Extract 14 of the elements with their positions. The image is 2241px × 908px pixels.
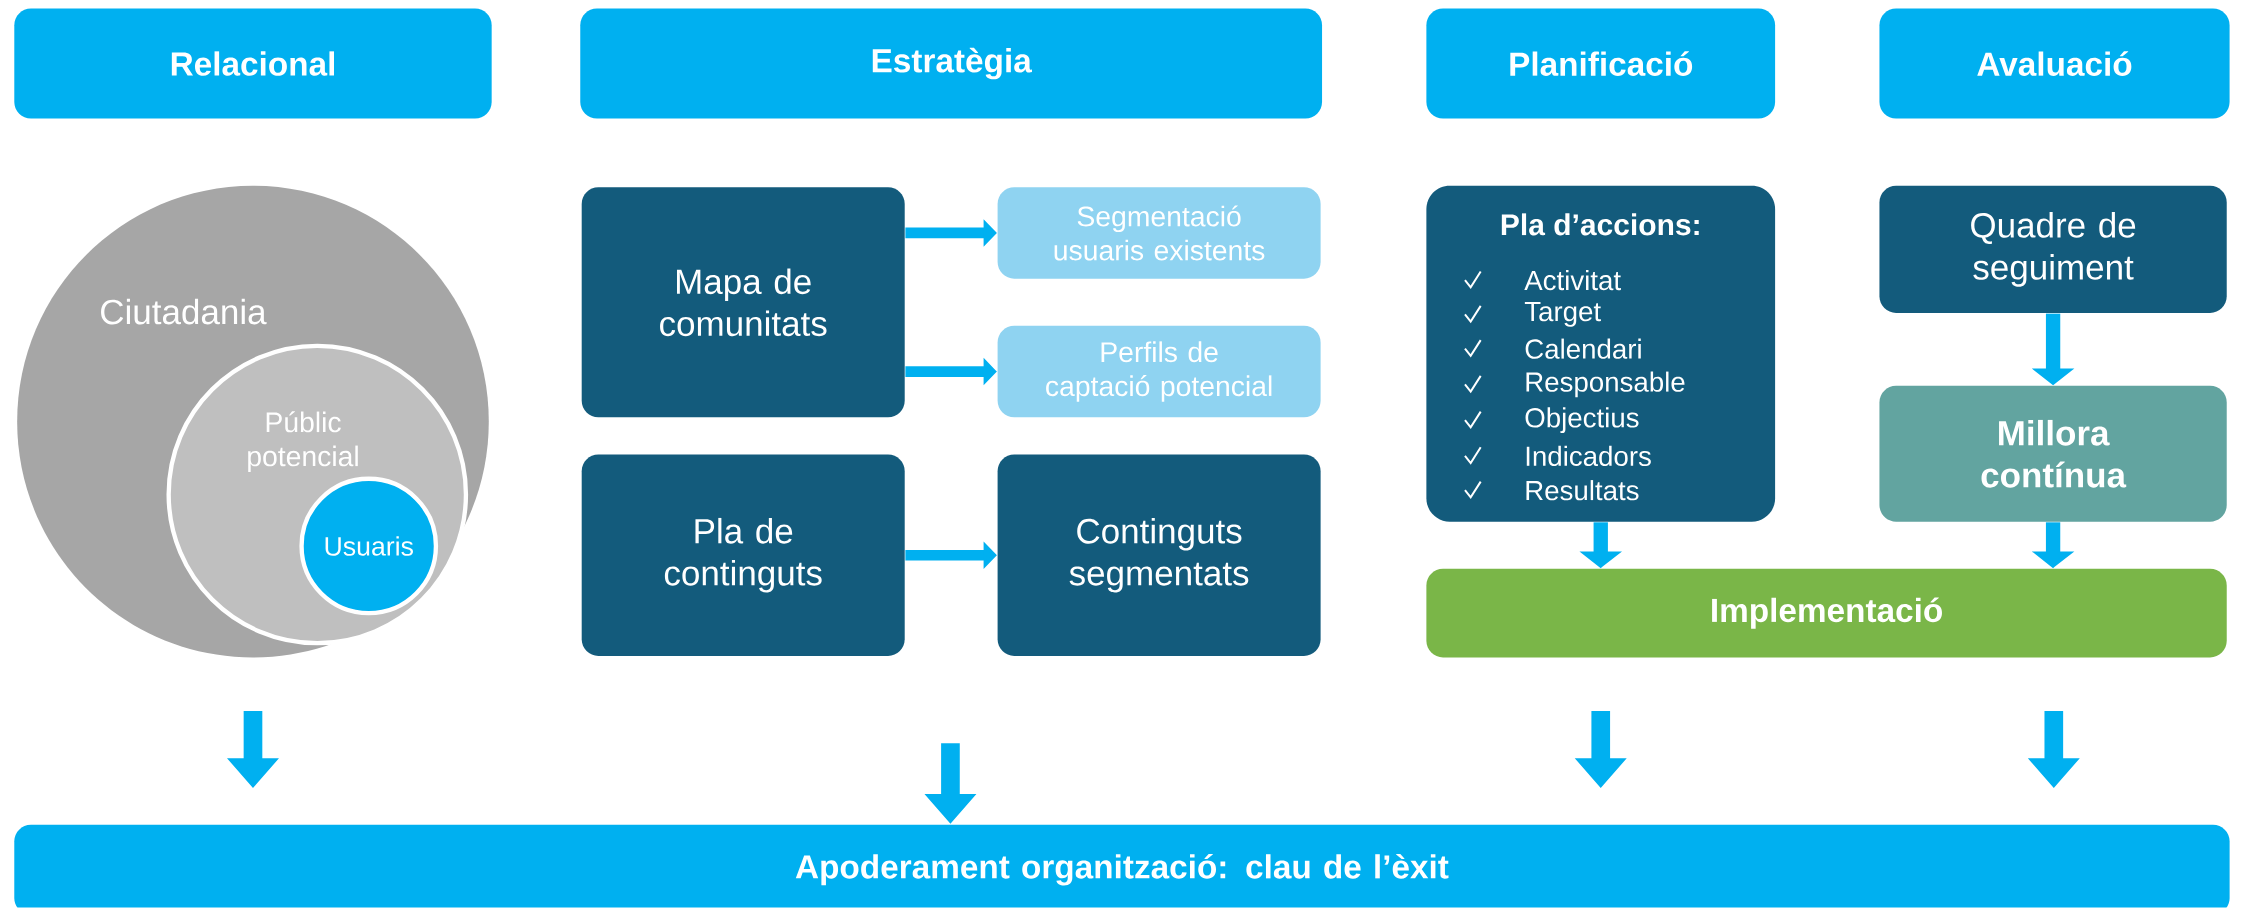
header-box: Avaluació	[1879, 8, 2230, 119]
implementation-bar: Implementació	[1426, 569, 2227, 658]
result-box: Perfils de captació potencial	[997, 326, 1321, 418]
process-box: Continguts segmentats	[997, 454, 1321, 657]
process-box: Quadre de seguiment	[1879, 186, 2227, 314]
header-box: Estratègia	[580, 8, 1323, 119]
result-box: Segmentació usuaris existents	[997, 187, 1321, 279]
header-box: Planificació	[1426, 8, 1776, 119]
bottom-bar: Apoderament organització: clau de l’èxit	[14, 824, 2230, 908]
process-box: Mapa de comunitats	[581, 187, 905, 418]
header-box: Relacional	[14, 8, 492, 119]
process-box: Pla de continguts	[581, 454, 905, 657]
process-box: Millora contínua	[1879, 386, 2227, 522]
checklist-box: Pla d’accions: Activitat Target Calendari Responsable Objectius Indicadors Resultats	[1426, 186, 1776, 522]
